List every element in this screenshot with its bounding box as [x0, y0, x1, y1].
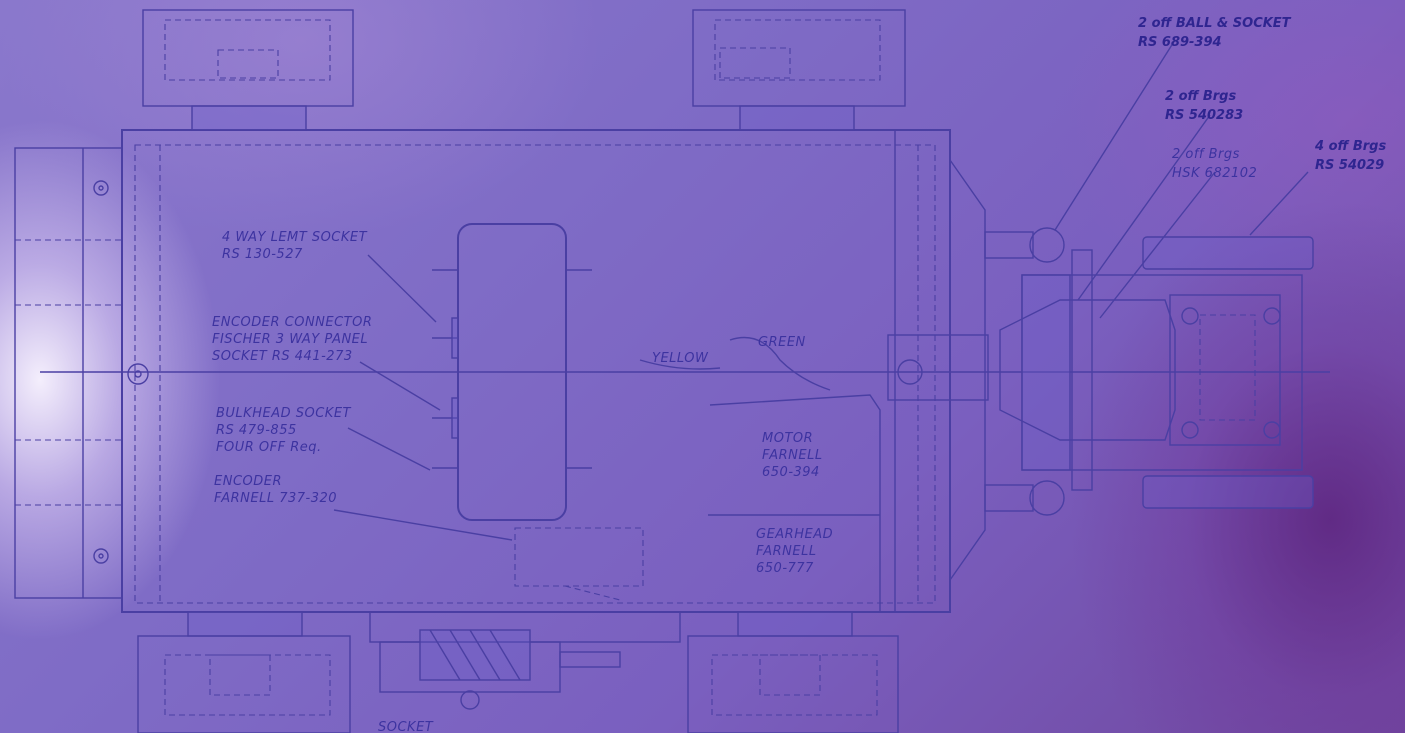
svg-text:2 off Brgs: 2 off Brgs — [1172, 147, 1240, 162]
svg-text:4 off Brgs: 4 off Brgs — [1314, 139, 1386, 154]
label-bulkhead-socket: BULKHEAD SOCKET RS 479-855 FOUR OFF Req. — [216, 406, 352, 455]
wheel-top-right — [692, 9, 906, 131]
encoder-outline — [514, 527, 644, 601]
svg-text:MOTOR: MOTOR — [762, 431, 813, 446]
label-gearhead: GEARHEAD FARNELL 650-777 — [756, 527, 833, 576]
label-bottom-socket: SOCKET — [378, 720, 434, 733]
svg-text:650-777: 650-777 — [756, 561, 814, 576]
svg-text:2 off BALL & SOCKET: 2 off BALL & SOCKET — [1138, 16, 1292, 31]
label-brgs-3: 4 off Brgs RS 54029 — [1314, 139, 1386, 173]
svg-text:RS 130-527: RS 130-527 — [222, 247, 303, 262]
svg-text:4 WAY LEMT SOCKET: 4 WAY LEMT SOCKET — [222, 230, 368, 245]
label-encoder-connector: ENCODER CONNECTOR FISCHER 3 WAY PANEL SO… — [212, 315, 372, 364]
label-brgs-1: 2 off Brgs RS 540283 — [1165, 89, 1243, 123]
svg-text:HSK 682102: HSK 682102 — [1172, 166, 1257, 181]
wheel-top-left — [142, 9, 354, 131]
label-4way-socket: 4 WAY LEMT SOCKET RS 130-527 — [222, 230, 368, 262]
svg-text:RS 540283: RS 540283 — [1165, 108, 1243, 123]
svg-text:SOCKET RS 441-273: SOCKET RS 441-273 — [212, 349, 353, 364]
svg-text:ENCODER CONNECTOR: ENCODER CONNECTOR — [212, 315, 372, 330]
label-ball-socket: 2 off BALL & SOCKET RS 689-394 — [1138, 16, 1292, 50]
wheel-bottom-right — [687, 611, 899, 733]
svg-text:GEARHEAD: GEARHEAD — [756, 527, 833, 542]
svg-text:BULKHEAD SOCKET: BULKHEAD SOCKET — [216, 406, 352, 421]
svg-text:FARNELL: FARNELL — [762, 448, 823, 463]
motor-block — [639, 336, 881, 612]
label-encoder: ENCODER FARNELL 737-320 — [214, 474, 337, 506]
left-end-plate — [14, 147, 149, 599]
svg-text:650-394: 650-394 — [762, 465, 820, 480]
leader-lines — [333, 39, 1309, 541]
svg-text:FARNELL: FARNELL — [756, 544, 817, 559]
svg-text:RS 479-855: RS 479-855 — [216, 423, 297, 438]
svg-text:RS 689-394: RS 689-394 — [1138, 35, 1222, 50]
svg-text:FOUR OFF Req.: FOUR OFF Req. — [216, 440, 322, 455]
label-green: GREEN — [758, 335, 806, 350]
label-brgs-2: 2 off Brgs HSK 682102 — [1172, 147, 1257, 181]
label-motor: MOTOR FARNELL 650-394 — [762, 431, 823, 480]
svg-text:2 off Brgs: 2 off Brgs — [1165, 89, 1236, 104]
bottom-gear-assembly — [369, 611, 681, 710]
svg-text:FISCHER 3 WAY PANEL: FISCHER 3 WAY PANEL — [212, 332, 368, 347]
svg-text:FARNELL 737-320: FARNELL 737-320 — [214, 491, 337, 506]
label-yellow: YELLOW — [652, 351, 709, 366]
steering-assembly — [887, 159, 1314, 581]
svg-text:ENCODER: ENCODER — [214, 474, 282, 489]
svg-text:RS 54029: RS 54029 — [1315, 158, 1384, 173]
wheel-bottom-left — [137, 611, 351, 733]
